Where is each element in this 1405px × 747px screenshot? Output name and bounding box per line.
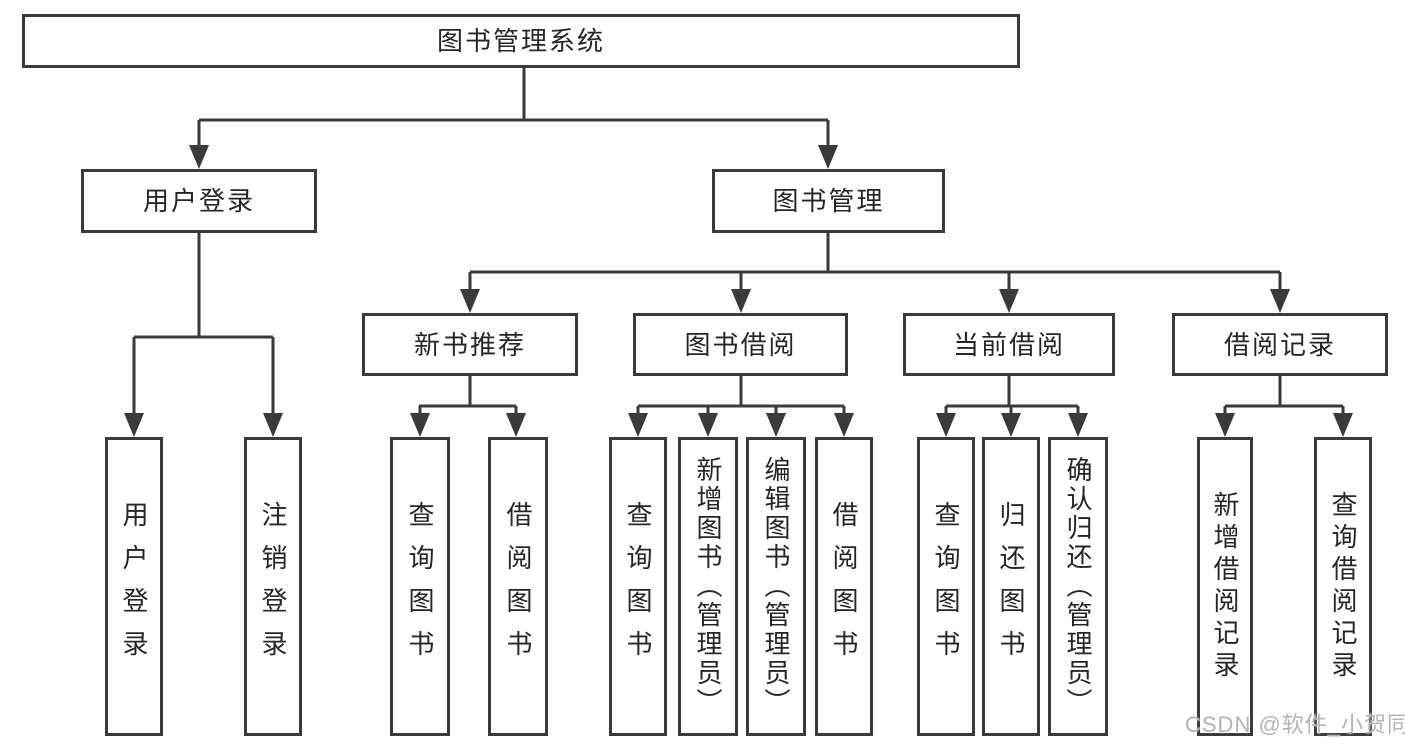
node-book-management: 图书管理	[712, 169, 945, 233]
leaf-edit-book-admin: 编辑图书（管理员）	[746, 437, 806, 736]
arrowhead-icons	[124, 145, 1353, 437]
leaf-add-book-admin-label: 新增图书（管理员）	[693, 456, 723, 717]
leaf-add-borrow-record: 新增借阅记录	[1197, 437, 1253, 736]
leaf-borrow-book: 借阅图书	[815, 437, 873, 736]
tree-edges	[132, 68, 1345, 417]
leaf-confirm-return-admin: 确认归还（管理员）	[1048, 437, 1108, 736]
leaf-add-book-admin: 新增图书（管理员）	[678, 437, 738, 736]
leaf-logout: 注销登录	[244, 437, 302, 736]
leaf-logout-label: 注销登录	[258, 500, 288, 673]
leaf-borrow-book-label: 借阅图书	[829, 500, 859, 673]
leaf-query-borrow-record-label: 查询借阅记录	[1328, 490, 1358, 683]
node-borrow-records: 借阅记录	[1172, 313, 1388, 376]
csdn-watermark: CSDN @软件_小贺同学	[1185, 712, 1405, 737]
node-current-borrow: 当前借阅	[903, 313, 1115, 376]
leaf-recommend-query-book: 查询图书	[390, 437, 450, 736]
node-current-borrow-label: 当前借阅	[952, 329, 1065, 360]
leaf-add-borrow-record-label: 新增借阅记录	[1210, 490, 1240, 683]
leaf-user-login-label: 用户登录	[119, 500, 149, 673]
leaf-current-query-book-label: 查询图书	[931, 500, 961, 673]
leaf-edit-book-admin-label: 编辑图书（管理员）	[761, 456, 791, 717]
leaf-recommend-borrow-book-label: 借阅图书	[503, 500, 533, 673]
node-new-book-recommend: 新书推荐	[362, 313, 578, 376]
node-user-login: 用户登录	[81, 169, 317, 233]
node-user-login-label: 用户登录	[142, 186, 255, 216]
node-book-borrow: 图书借阅	[633, 313, 848, 376]
node-new-book-recommend-label: 新书推荐	[413, 329, 526, 360]
node-book-management-label: 图书管理	[772, 186, 885, 216]
leaf-confirm-return-admin-label: 确认归还（管理员）	[1063, 456, 1093, 717]
leaf-borrow-query-book-label: 查询图书	[623, 500, 653, 673]
leaf-recommend-query-book-label: 查询图书	[405, 500, 435, 673]
leaf-user-login: 用户登录	[105, 437, 163, 736]
node-library-system: 图书管理系统	[22, 14, 1020, 68]
node-library-system-label: 图书管理系统	[436, 26, 605, 56]
leaf-recommend-borrow-book: 借阅图书	[488, 437, 548, 736]
leaf-return-book-label: 归还图书	[996, 500, 1026, 673]
leaf-return-book: 归还图书	[982, 437, 1040, 736]
leaf-query-borrow-record: 查询借阅记录	[1314, 437, 1372, 736]
node-borrow-records-label: 借阅记录	[1223, 329, 1336, 360]
leaf-borrow-query-book: 查询图书	[609, 437, 667, 736]
leaf-current-query-book: 查询图书	[917, 437, 975, 736]
node-book-borrow-label: 图书借阅	[684, 329, 797, 360]
